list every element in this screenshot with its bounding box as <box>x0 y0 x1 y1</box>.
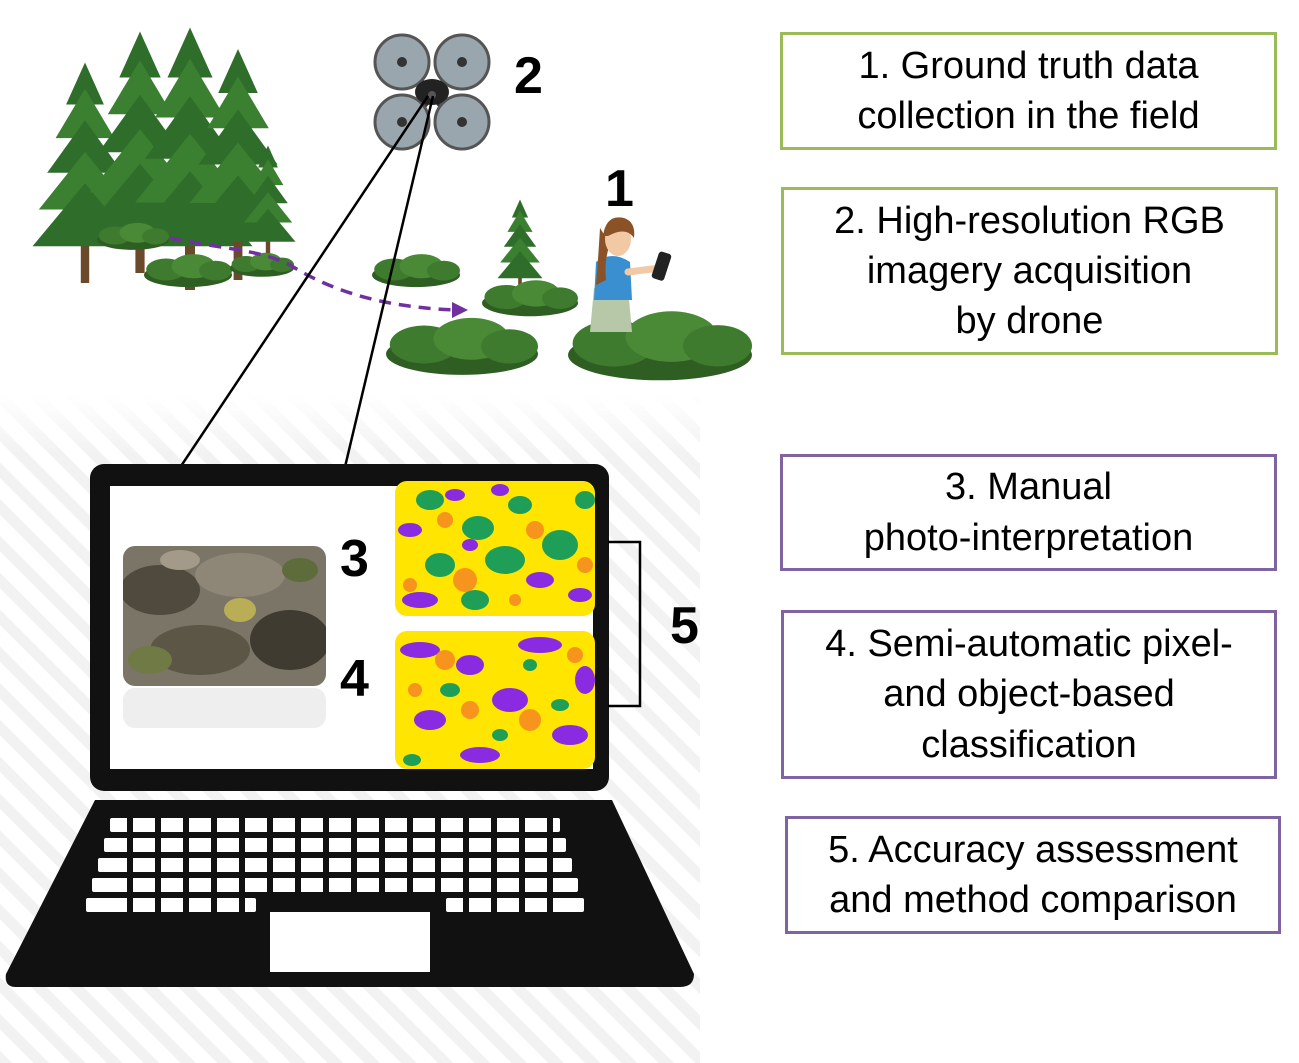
marker-drone: 2 <box>514 47 543 105</box>
rgb-image-reflection <box>123 688 326 728</box>
step-box-5: 5. Accuracy assessment and method compar… <box>785 816 1281 934</box>
step-3-text: 3. Manual photo-interpretation <box>863 466 1194 559</box>
marker-semi-auto: 4 <box>340 650 369 708</box>
step-box-1: 1. Ground truth data collection in the f… <box>780 32 1277 150</box>
shrub-icon <box>97 222 752 381</box>
step-2-text: 2. High-resolution RGB imagery acquisiti… <box>834 199 1225 343</box>
rgb-drone-image <box>123 546 326 686</box>
step-box-4: 4. Semi-automatic pixel- and object-base… <box>781 610 1277 779</box>
marker-manual: 3 <box>340 530 369 588</box>
semi-automatic-classification-map <box>395 631 595 769</box>
marker-person: 1 <box>605 160 634 218</box>
step-5-text: 5. Accuracy assessment and method compar… <box>828 828 1238 921</box>
person-with-phone-icon <box>590 217 672 332</box>
step-1-text: 1. Ground truth data collection in the f… <box>857 44 1200 137</box>
step-box-2: 2. High-resolution RGB imagery acquisiti… <box>781 187 1278 355</box>
step-box-3: 3. Manual photo-interpretation <box>780 454 1277 571</box>
manual-classification-map <box>395 481 595 616</box>
comparison-bracket <box>608 540 642 708</box>
marker-comparison: 5 <box>670 597 699 655</box>
arrow-head-icon <box>452 302 468 318</box>
path-arrow <box>169 236 456 312</box>
drone-icon <box>373 33 491 151</box>
step-4-text: 4. Semi-automatic pixel- and object-base… <box>825 623 1233 766</box>
